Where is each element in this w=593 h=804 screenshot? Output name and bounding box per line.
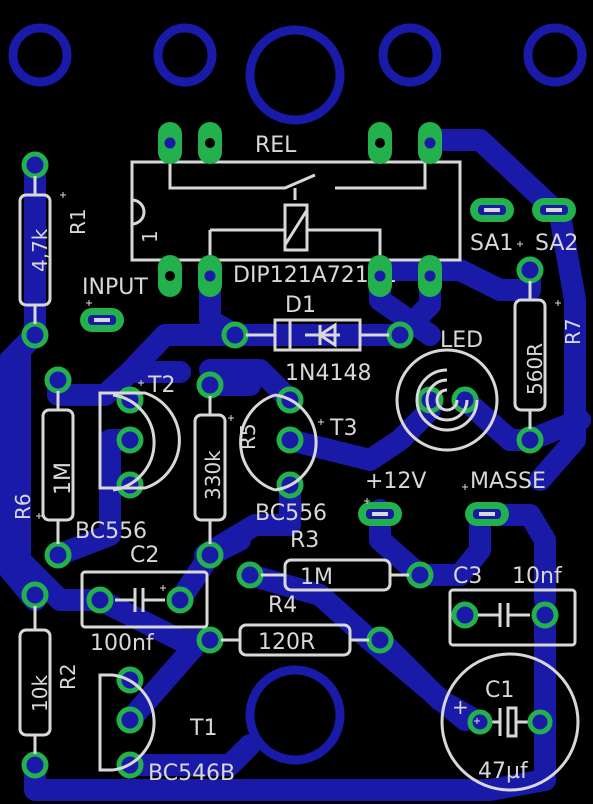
svg-text:D1: D1 (285, 293, 316, 318)
svg-text:R4: R4 (268, 593, 297, 618)
svg-text:BC556: BC556 (75, 519, 147, 544)
mounting-holes (8, 23, 587, 765)
transistor-t1: T1 BC546B (98, 673, 235, 786)
svg-text:C3: C3 (453, 564, 482, 589)
resistor-r3: 1M R3 (261, 528, 409, 592)
vcc-label: +12V (365, 469, 426, 494)
resistor-r6: 1M R6 (11, 391, 76, 544)
svg-text:BC556: BC556 (255, 501, 327, 526)
relay-pad (418, 255, 442, 297)
connector-labels: INPUT SA1 SA2 +12V MASSE (82, 231, 578, 494)
svg-text:T1: T1 (189, 716, 217, 741)
diode-d1: D1 1N4148 (246, 293, 389, 386)
relay-name: REL (255, 133, 297, 158)
transistor-t3: T3 BC556 (239, 393, 357, 526)
transistor-t2: T2 BC556 (75, 373, 181, 544)
relay-pad (198, 122, 222, 164)
svg-text:120R: 120R (258, 630, 315, 655)
sa1-pad (470, 198, 514, 222)
svg-text:R7: R7 (561, 318, 585, 345)
sa1-label: SA1 (470, 231, 513, 256)
relay-pad (368, 255, 392, 297)
pads (21, 122, 576, 779)
relay-pad (368, 122, 392, 164)
capacitor-c2: C2 100nf (80, 543, 209, 656)
relay-pad (158, 255, 182, 297)
svg-text:C1: C1 (485, 678, 514, 703)
resistor-r1: 4,7k R1 (18, 176, 90, 324)
svg-text:1N4148: 1N4148 (285, 361, 371, 386)
svg-text:BC546B: BC546B (148, 761, 235, 786)
gnd-pad (465, 502, 509, 526)
svg-text:R1: R1 (66, 208, 90, 235)
svg-text:1M: 1M (51, 462, 76, 495)
svg-text:T3: T3 (329, 416, 357, 441)
gnd-label: MASSE (470, 469, 546, 494)
svg-text:LED: LED (440, 328, 483, 353)
resistor-r2: 10k R2 (18, 606, 80, 754)
vcc-pad (358, 502, 402, 526)
svg-text:100nf: 100nf (90, 631, 155, 656)
relay-pad (158, 122, 182, 164)
relay-pad (418, 122, 442, 164)
input-label: INPUT (82, 275, 148, 300)
resistor-r7: 560R R7 (513, 281, 585, 429)
svg-text:47µf: 47µf (478, 759, 529, 784)
svg-text:1M: 1M (300, 565, 333, 590)
svg-text:R3: R3 (290, 528, 319, 553)
relay-pin1: 1 (138, 230, 162, 243)
svg-text:R6: R6 (11, 493, 35, 520)
svg-text:C2: C2 (130, 543, 159, 568)
capacitor-c1: + C1 47µf (440, 652, 580, 792)
led: LED (395, 328, 499, 452)
svg-text:330k: 330k (201, 450, 225, 500)
sa2-label: SA2 (535, 231, 578, 256)
svg-text:R2: R2 (56, 663, 80, 690)
svg-text:560R: 560R (523, 343, 547, 395)
input-pad (80, 308, 124, 332)
svg-text:4,7k: 4,7k (28, 228, 52, 272)
relay-pad (198, 255, 222, 297)
svg-text:10k: 10k (28, 675, 52, 712)
svg-text:10nf: 10nf (512, 564, 563, 589)
resistor-r4: 120R R4 (221, 593, 369, 657)
origin-markers (36, 192, 561, 724)
sa2-pad (532, 198, 576, 222)
svg-text:T2: T2 (147, 373, 175, 398)
capacitor-c3: C3 10nf (448, 564, 577, 647)
svg-text:+: + (452, 695, 469, 719)
